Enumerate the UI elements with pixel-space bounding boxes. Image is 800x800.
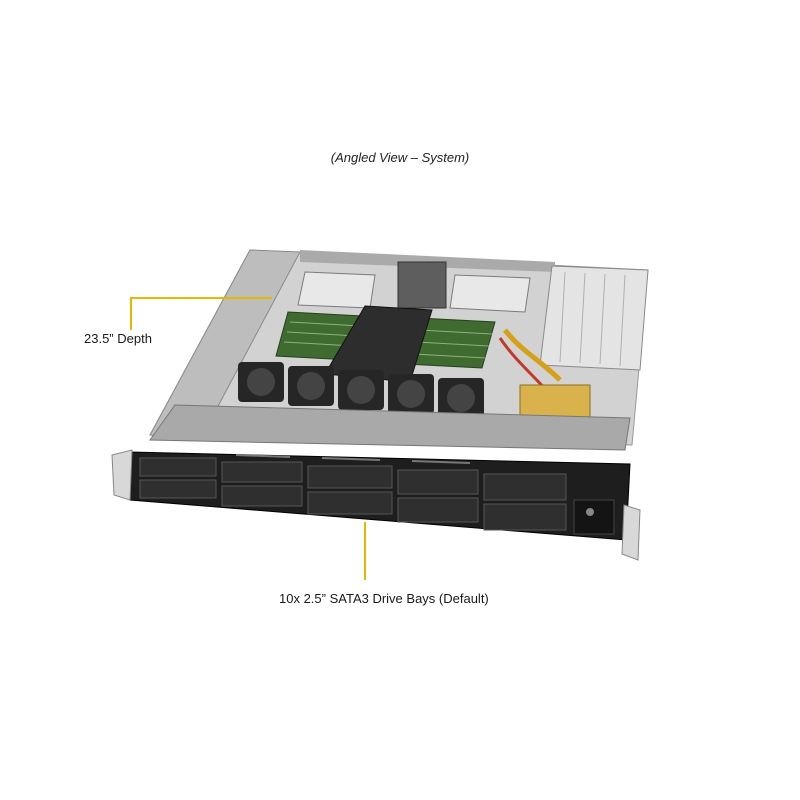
depth-callout-line	[130, 297, 272, 330]
front-lid	[149, 404, 631, 451]
cpu1-bracket	[297, 271, 376, 309]
dimm-bank-right	[405, 317, 496, 369]
rear-io-module	[397, 261, 447, 309]
drive-bays	[139, 457, 567, 531]
vent-slots	[235, 454, 471, 464]
fan-row	[238, 362, 484, 418]
chassis-rear-wall	[300, 250, 555, 272]
figure-caption: (Angled View – System)	[330, 150, 470, 165]
drive-bays-callout-label: 10x 2.5” SATA3 Drive Bays (Default)	[279, 591, 489, 606]
riser-cage	[539, 265, 649, 371]
rack-ear-right	[621, 504, 641, 561]
cpu2-bracket	[449, 274, 531, 313]
power-cables	[503, 328, 562, 382]
depth-callout-label: 23.5” Depth	[84, 331, 152, 346]
rack-ear-left	[111, 449, 133, 501]
control-panel	[573, 499, 615, 535]
